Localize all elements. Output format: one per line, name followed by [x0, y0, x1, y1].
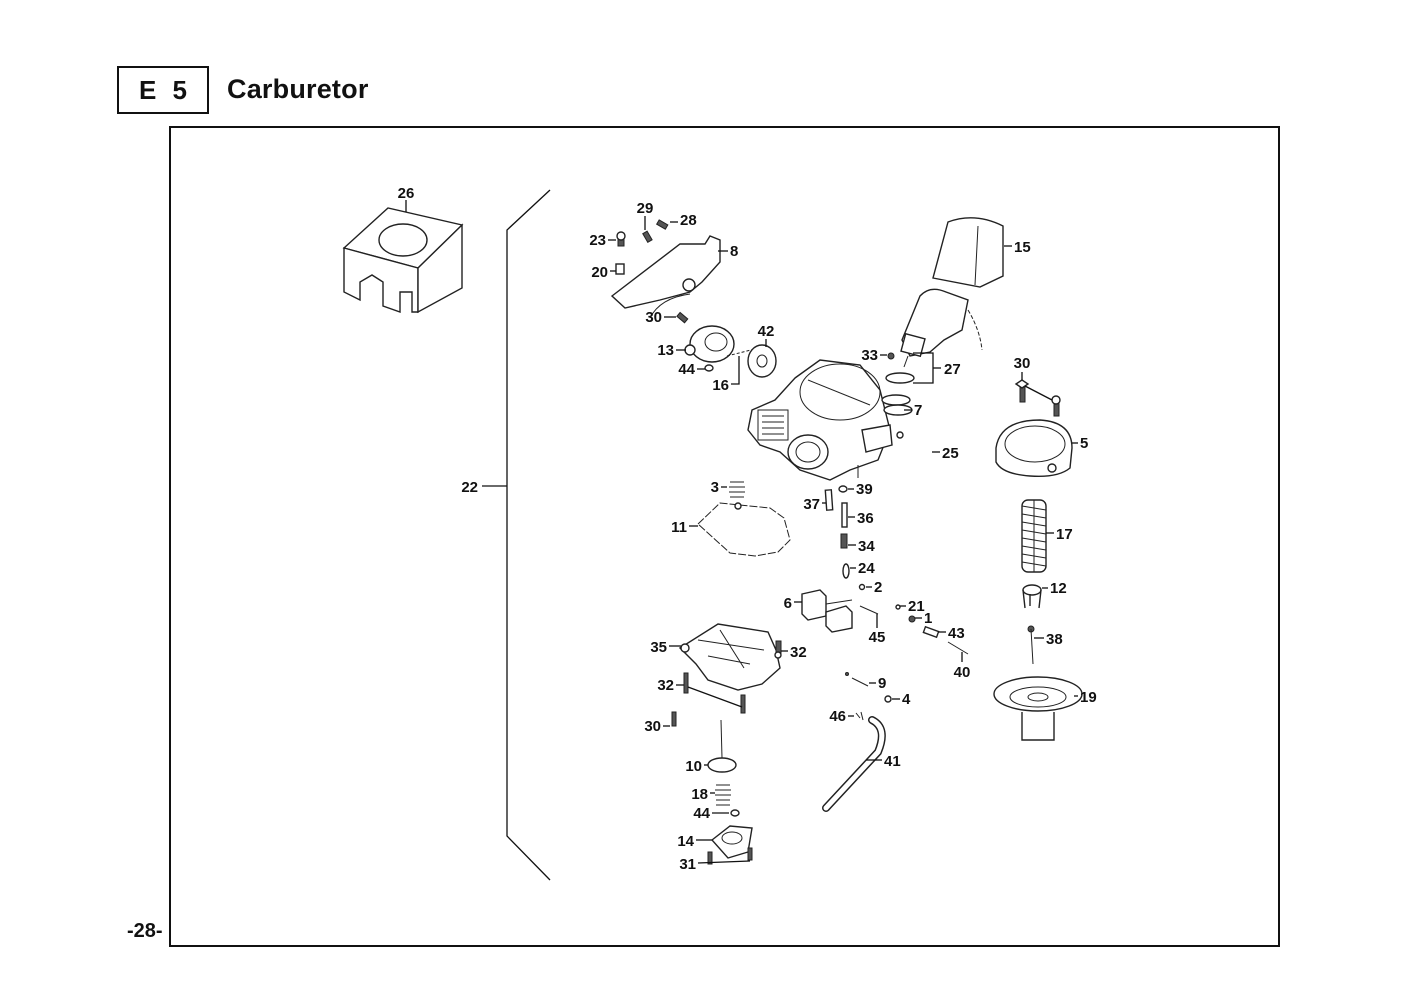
page-number: -28-	[127, 920, 163, 942]
callout-12: 12	[1050, 580, 1067, 597]
callout-46: 46	[829, 708, 846, 725]
part-35-float-chamber	[663, 623, 788, 727]
callout-14: 14	[677, 833, 694, 850]
callout-19: 19	[1080, 689, 1097, 706]
callout-20: 20	[591, 264, 608, 281]
part-11-gasket	[689, 502, 791, 557]
callout-13: 13	[657, 342, 674, 359]
part-14-cover	[696, 825, 753, 859]
callout-32-left: 32	[657, 677, 674, 694]
callout-30-top: 30	[645, 309, 662, 326]
section-letter: E	[139, 74, 157, 105]
callout-9: 9	[878, 675, 886, 692]
callout-5: 5	[1080, 435, 1088, 452]
callout-32-right: 32	[790, 644, 807, 661]
callout-35: 35	[650, 639, 667, 656]
callout-1: 1	[924, 610, 932, 627]
callout-22: 22	[461, 479, 478, 496]
callout-3: 3	[711, 479, 719, 496]
callout-23: 23	[589, 232, 606, 249]
callout-21: 21	[908, 598, 925, 615]
assembly-bracket: 22	[461, 189, 551, 881]
callout-41: 41	[884, 753, 901, 770]
part-8-throttle-bracket	[610, 235, 728, 319]
section-code-box: E 5	[117, 66, 209, 114]
callout-15: 15	[1014, 239, 1031, 256]
callout-11: 11	[671, 519, 687, 536]
part-41-drain-tube	[822, 711, 886, 812]
callout-30-bottom: 30	[644, 718, 661, 735]
callout-18: 18	[691, 786, 708, 803]
callout-28: 28	[680, 212, 697, 229]
callout-29: 29	[637, 200, 654, 217]
callout-labels: 26 29 28 23 8 20 30 13 42 44 16 15 33 27…	[398, 185, 1097, 873]
part-5-top-cover	[995, 372, 1078, 478]
section-number: 5	[172, 74, 187, 105]
callout-6: 6	[784, 595, 792, 612]
callout-44-top: 44	[678, 361, 695, 378]
callout-33: 33	[861, 347, 878, 364]
part-13-16-42-group	[676, 325, 777, 385]
callout-27: 27	[944, 361, 961, 378]
callout-8: 8	[730, 243, 738, 260]
carburetor-body	[747, 359, 893, 481]
part-18-spring	[710, 784, 731, 806]
callout-2: 2	[874, 579, 882, 596]
part-31-screws	[697, 847, 753, 865]
part-17-spring	[1021, 499, 1054, 573]
callout-39: 39	[856, 481, 873, 498]
callout-16: 16	[712, 377, 729, 394]
part-19-piston	[993, 676, 1083, 741]
diagram-frame	[169, 126, 1280, 947]
part-27-auto-choke	[880, 288, 983, 384]
callout-30-right: 30	[1014, 355, 1031, 372]
small-parts-right	[895, 604, 969, 662]
callout-37: 37	[803, 496, 820, 513]
callout-7: 7	[914, 402, 922, 419]
callout-31: 31	[679, 856, 696, 873]
callout-42: 42	[758, 323, 775, 340]
screws-top-left	[608, 216, 689, 324]
callout-26: 26	[398, 185, 415, 202]
part-44-o-ring	[712, 809, 740, 817]
part-6-float	[794, 589, 853, 633]
part-45-pin	[859, 605, 879, 628]
callout-4: 4	[902, 691, 911, 708]
part-12-needle-retainer	[1022, 584, 1048, 609]
callout-25: 25	[942, 445, 959, 462]
callout-45: 45	[869, 629, 886, 646]
callout-40: 40	[954, 664, 971, 681]
callout-17: 17	[1056, 526, 1073, 543]
part-3-spring	[721, 481, 745, 498]
callout-36: 36	[857, 510, 874, 527]
part-26-cover	[342, 200, 464, 314]
callout-44-bottom: 44	[693, 805, 710, 822]
callout-24: 24	[858, 560, 875, 577]
callout-43: 43	[948, 625, 965, 642]
part-38-jet-needle	[1027, 625, 1044, 665]
page-title: Carburetor	[227, 74, 369, 104]
part-25-hose	[896, 431, 940, 475]
part-10-diaphragm	[704, 719, 737, 773]
part-15-cap	[932, 217, 1012, 288]
part-7-clamp	[881, 394, 913, 416]
callout-10: 10	[685, 758, 702, 775]
jets-group	[822, 485, 872, 591]
part-9-screw	[845, 672, 900, 703]
callout-34: 34	[858, 538, 875, 555]
callout-38: 38	[1046, 631, 1063, 648]
